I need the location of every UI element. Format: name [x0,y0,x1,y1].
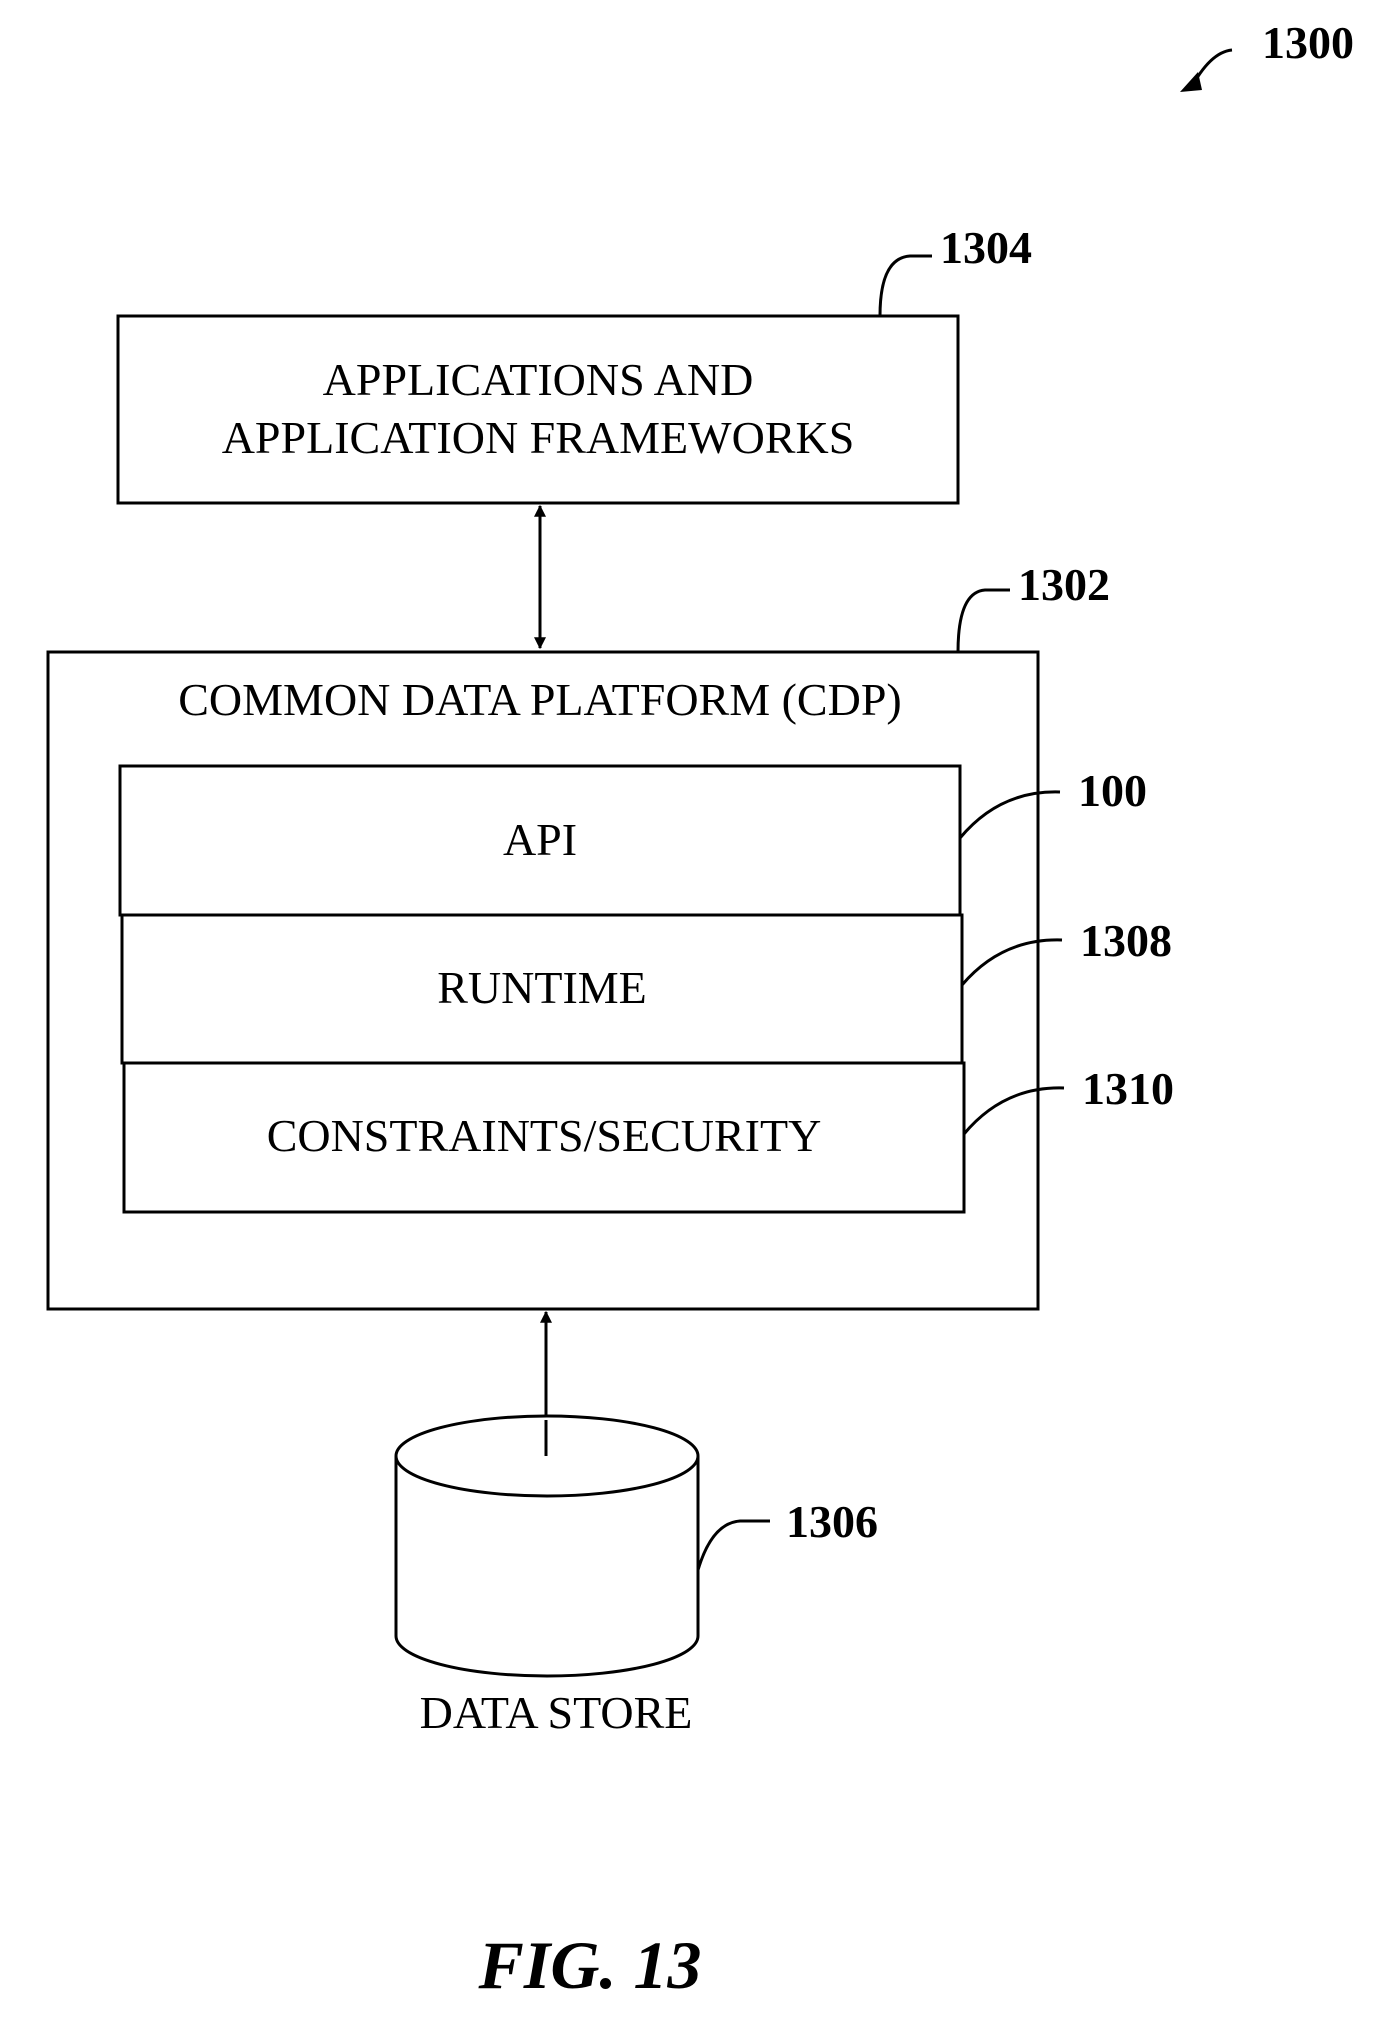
figure-number: 1300 [1262,17,1354,68]
cdp-title: COMMON DATA PLATFORM (CDP) [178,674,902,725]
figure-ref-1300: 1300 [1180,17,1354,92]
applications-label-line1: APPLICATIONS AND [323,354,754,405]
data-store-cylinder: 1306 DATA STORE [396,1416,878,1738]
ref-1306: 1306 [786,1496,878,1547]
ref-1304: 1304 [940,222,1032,273]
ref-1302: 1302 [1018,559,1110,610]
leader-line-1304 [880,256,932,316]
leader-line-1302 [958,590,1010,652]
applications-box: APPLICATIONS AND APPLICATION FRAMEWORKS … [118,222,1032,503]
leader-line-1306 [698,1521,770,1570]
layer-runtime-label: RUNTIME [437,962,647,1013]
layer-api-label: API [503,814,577,865]
ref-1308: 1308 [1080,915,1172,966]
applications-label-line2: APPLICATION FRAMEWORKS [222,412,855,463]
ref-1310: 1310 [1082,1063,1174,1114]
layer-constraints-label: CONSTRAINTS/SECURITY [267,1110,822,1161]
ref-100: 100 [1078,765,1147,816]
figure-caption: FIG. 13 [478,1927,702,2003]
data-store-label: DATA STORE [420,1687,693,1738]
